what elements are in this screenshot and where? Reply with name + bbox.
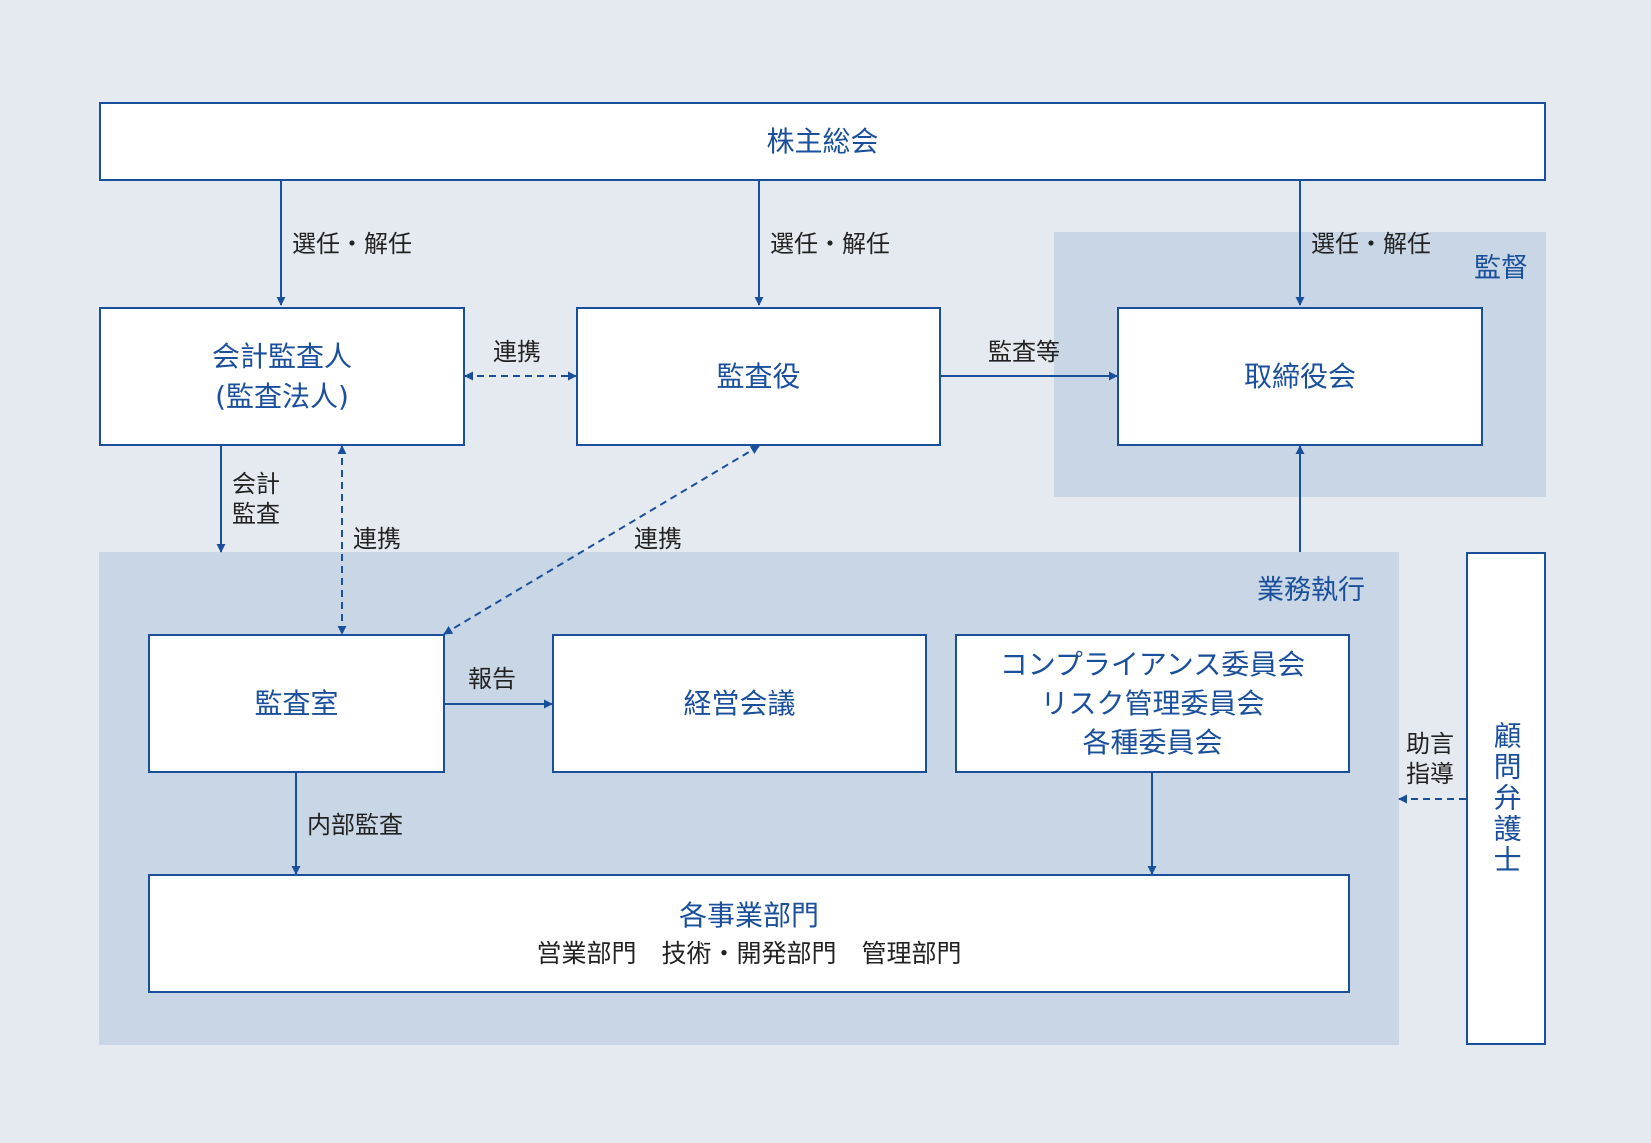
audit-etc-label: 監査等 — [988, 338, 1060, 366]
audit-office-label: 監査室 — [254, 686, 339, 720]
elect-dismiss-label-board: 選任・解任 — [1311, 230, 1431, 258]
board-label: 取締役会 — [1243, 359, 1356, 393]
risk-committee-label: リスク管理委員会 — [1040, 686, 1265, 720]
cooperation-label-left: 連携 — [353, 525, 401, 553]
elect-dismiss-label-accounting-auditor: 選任・解任 — [292, 230, 412, 258]
guidance-label-line2: 指導 — [1406, 760, 1454, 788]
shareholders-meeting-box: 株主総会 — [99, 102, 1546, 181]
compliance-committee-label: コンプライアンス委員会 — [999, 647, 1306, 681]
execution-region-label: 業務執行 — [1257, 575, 1365, 606]
legal-counsel-label: 顧問弁護士 — [1489, 721, 1523, 876]
business-divisions-list: 営業部門 技術・開発部門 管理部門 — [536, 938, 962, 968]
advice-guidance-label: 助言 指導 — [1406, 729, 1454, 789]
accounting-auditor-label: 会計監査人 — [211, 340, 352, 374]
accounting-auditor-box: 会計監査人 (監査法人) — [99, 307, 465, 446]
cooperation-label-top: 連携 — [493, 338, 541, 366]
business-divisions-box: 各事業部門 営業部門 技術・開発部門 管理部門 — [148, 874, 1350, 993]
shareholders-meeting-label: 株主総会 — [766, 124, 879, 158]
audit-office-box: 監査室 — [148, 634, 445, 773]
cooperation-label-diagonal: 連携 — [634, 525, 682, 553]
accounting-audit-label: 会計 監査 — [232, 469, 280, 529]
supervision-region-label: 監督 — [1474, 253, 1528, 284]
accounting-audit-label-line2: 監査 — [232, 500, 280, 528]
auditor-box: 監査役 — [576, 307, 941, 446]
advice-label-line1: 助言 — [1406, 730, 1454, 758]
internal-audit-label: 内部監査 — [307, 811, 403, 839]
other-committees-label: 各種委員会 — [1082, 726, 1223, 760]
auditor-label: 監査役 — [716, 359, 801, 393]
management-meeting-label: 経営会議 — [683, 686, 796, 720]
business-divisions-title: 各事業部門 — [678, 899, 819, 933]
elect-dismiss-label-auditor: 選任・解任 — [770, 230, 890, 258]
report-label: 報告 — [468, 665, 516, 693]
committees-box: コンプライアンス委員会 リスク管理委員会 各種委員会 — [955, 634, 1350, 773]
board-box: 取締役会 — [1117, 307, 1483, 446]
accounting-audit-label-line1: 会計 — [232, 470, 280, 498]
management-meeting-box: 経営会議 — [552, 634, 927, 773]
legal-counsel-box: 顧問弁護士 — [1466, 552, 1546, 1045]
edge-auditor-audit-office-link — [443, 445, 760, 635]
accounting-auditor-sublabel: (監査法人) — [215, 379, 349, 413]
